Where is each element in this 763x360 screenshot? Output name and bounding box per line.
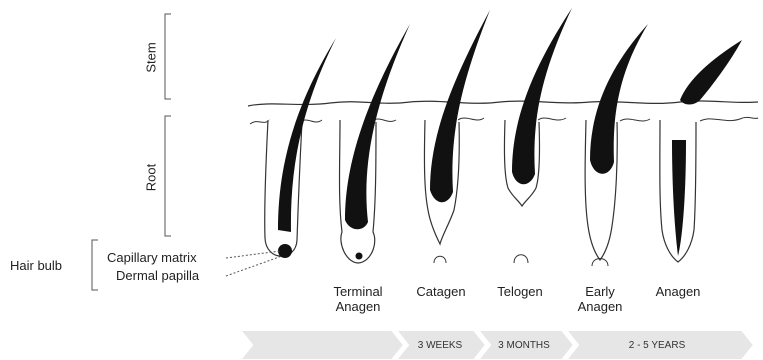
follicle-5-hair (590, 24, 648, 174)
stage-label-catagen: Catagen (401, 284, 481, 299)
capillary-matrix-label: Capillary matrix (107, 250, 197, 265)
stage-label-terminal-anagen: Terminal Anagen (318, 284, 398, 314)
follicle-4-hair (512, 8, 572, 184)
follicle-6-shedding-hair (680, 40, 742, 105)
stem-bracket (165, 14, 171, 99)
timeline-label-3-months: 3 MONTHS (479, 340, 569, 351)
follicle-3-hair (430, 10, 490, 202)
follicle-4 (504, 8, 572, 263)
hair-bulb-label: Hair bulb (10, 258, 62, 273)
follicle-3 (424, 10, 490, 263)
follicle-1 (265, 38, 336, 258)
hair-bulb-bracket (92, 240, 98, 290)
timeline-segment-1 (240, 330, 404, 360)
stage-label-telogen: Telogen (480, 284, 560, 299)
follicle-3-papilla (434, 256, 446, 263)
follicle-6 (660, 40, 742, 262)
follicle-1-papilla (278, 244, 292, 258)
timeline-label-2-5-years: 2 - 5 YEARS (612, 340, 702, 351)
timeline-label-3-weeks: 3 WEEKS (395, 340, 485, 351)
follicle-4-papilla (514, 255, 528, 263)
follicle-2-papilla (356, 253, 363, 260)
dermal-papilla-pointer (226, 256, 282, 276)
dermal-papilla-label: Dermal papilla (116, 268, 199, 283)
root-bracket (165, 116, 171, 236)
stem-label: Stem (144, 28, 159, 88)
skin-surface-line (248, 101, 758, 106)
root-label: Root (144, 148, 159, 208)
follicle-2 (340, 24, 411, 263)
follicle-5 (585, 24, 648, 266)
stage-label-early-anagen: Early Anagen (560, 284, 640, 314)
stage-label-anagen: Anagen (638, 284, 718, 299)
